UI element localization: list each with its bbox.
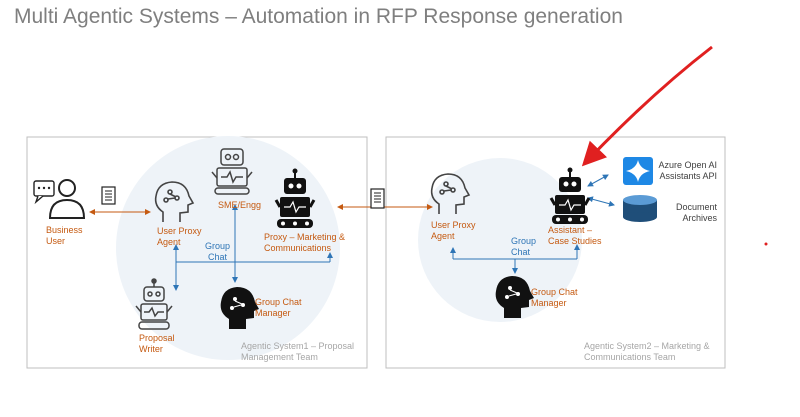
- assistant-label: Assistant –Case Studies: [548, 225, 602, 246]
- proxy-marketing-robot-icon: [274, 168, 316, 228]
- group-chat-manager-head-icon-2: [495, 276, 534, 318]
- system2-team-label: Agentic System2 – Marketing &Communicati…: [584, 341, 710, 362]
- page-title: Multi Agentic Systems – Automation in RF…: [14, 5, 623, 28]
- database-icon: [623, 195, 657, 222]
- document-icon: [101, 186, 116, 205]
- user-proxy-head-icon: [154, 181, 195, 222]
- system2-circle: [418, 158, 582, 322]
- proposal-writer-robot-icon: [135, 278, 173, 330]
- user-proxy-head-icon-2: [430, 173, 471, 214]
- system2-group-chat-connectors: [450, 174, 615, 274]
- proxy-marketing-label: Proxy – Marketing &Communications: [264, 232, 346, 253]
- red-dot: [764, 242, 768, 246]
- business-user-icon: [48, 179, 86, 219]
- document-icon: [370, 188, 385, 209]
- red-annotation-arrow: [581, 45, 713, 167]
- assistant-robot-icon: [549, 167, 591, 224]
- system1-group-chat-connectors: [173, 204, 333, 291]
- sme-label: SME/Engg: [218, 200, 262, 210]
- chat-bubble-icon: [33, 180, 55, 205]
- group-chat-manager-head-icon: [220, 287, 259, 329]
- azure-openai-icon: [623, 157, 653, 185]
- sme-robot-icon: [211, 148, 253, 195]
